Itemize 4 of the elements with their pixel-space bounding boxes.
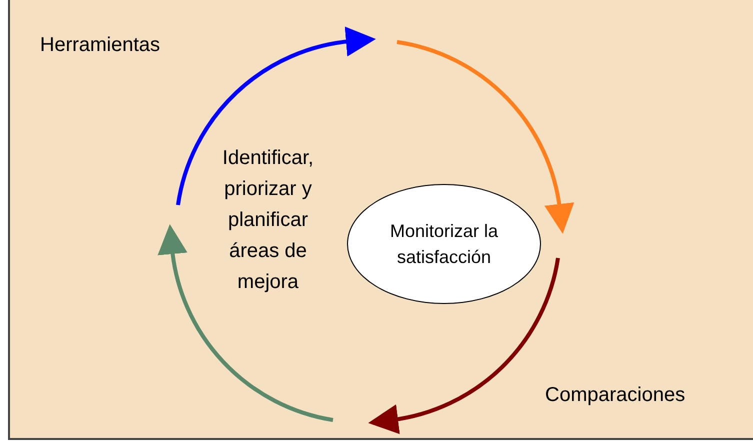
- node-text: Monitorizar la satisfacción: [388, 220, 500, 269]
- label: Comparaciones: [545, 384, 686, 407]
- center-label: Identificar, priorizar y planificar áreas de mejora: [221, 146, 315, 295]
- label: Herramientas: [40, 34, 160, 57]
